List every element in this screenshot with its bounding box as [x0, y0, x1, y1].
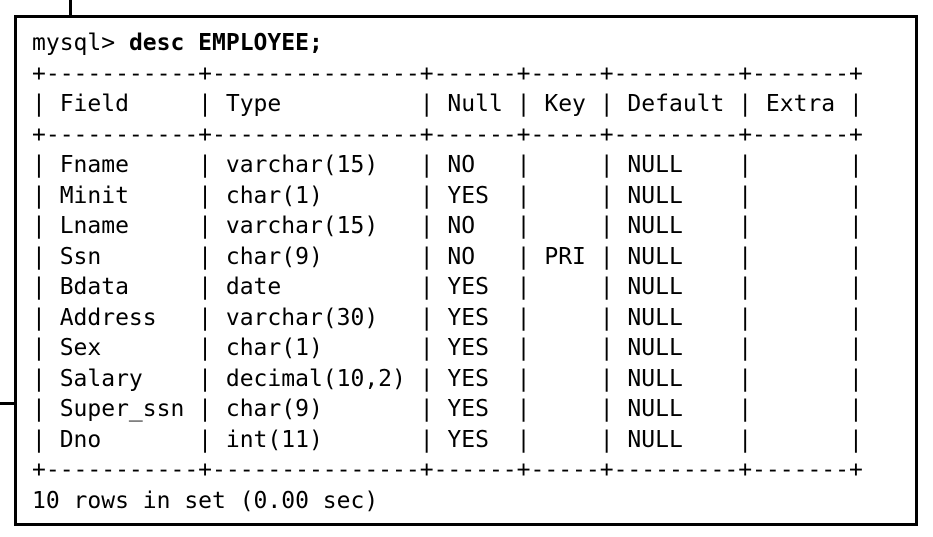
connector-line-top: [69, 0, 72, 18]
connector-line-left: [0, 402, 17, 405]
terminal-output: mysql> desc EMPLOYEE; +-----------+-----…: [17, 18, 915, 516]
mysql-terminal-box: mysql> desc EMPLOYEE; +-----------+-----…: [14, 15, 918, 526]
command-line: mysql> desc EMPLOYEE;: [32, 30, 323, 56]
status-line: 10 rows in set (0.00 sec): [32, 487, 379, 514]
mysql-prompt: mysql>: [32, 30, 129, 56]
describe-result-table: +-----------+---------------+------+----…: [32, 60, 863, 484]
mysql-command: desc EMPLOYEE;: [128, 30, 323, 56]
